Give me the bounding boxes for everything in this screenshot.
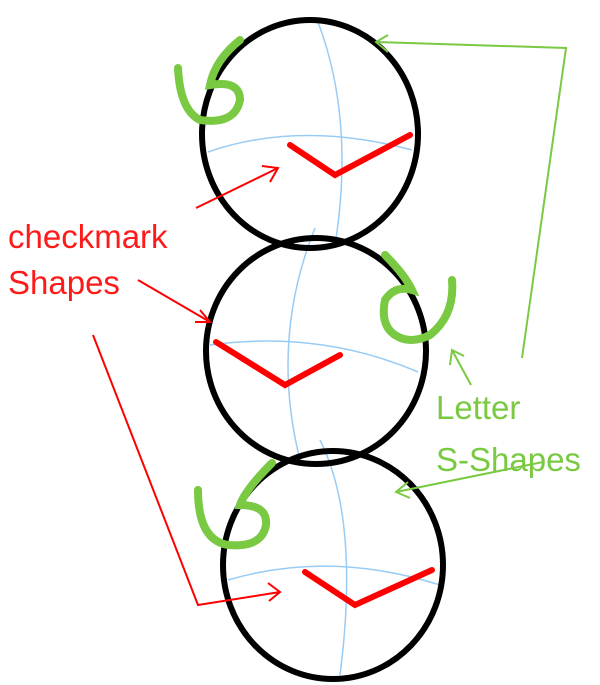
middle-circle: [203, 235, 429, 467]
arrow-to-bottom-s: [394, 461, 544, 499]
arrow-to-bottom-checkmark: [92, 334, 282, 607]
s-shapes-label-line1: Letter: [436, 389, 521, 426]
checkmarks: [213, 132, 435, 609]
guide-horizontal-1: [207, 134, 413, 153]
arrow-to-top-checkmark: [195, 165, 280, 209]
s-shape-top: [174, 36, 245, 125]
guide-lines: [207, 21, 441, 676]
arrow-to-middle-circle: [137, 279, 213, 323]
s-shape-middle: [379, 251, 457, 344]
bottom-circle: [220, 448, 446, 682]
s-shape-bottom: [194, 459, 276, 550]
checkmark-label: checkmark Shapes: [8, 214, 168, 306]
arrow-to-top-s: [374, 34, 568, 359]
checkmark-top: [287, 132, 413, 179]
checkmark-label-line2: Shapes: [8, 264, 120, 301]
checkmark-middle: [213, 339, 343, 389]
s-shapes: [174, 36, 457, 550]
guide-horizontal-2: [209, 340, 419, 373]
circles: [199, 17, 446, 682]
s-shapes-label-line2: S-Shapes: [436, 441, 581, 478]
top-circle: [199, 17, 421, 251]
guide-vertical-3: [319, 439, 348, 676]
arrow-to-middle-s: [449, 348, 472, 386]
checkmark-label-line1: checkmark: [8, 218, 168, 255]
s-shapes-label: Letter S-Shapes: [436, 382, 581, 486]
guide-vertical-1: [317, 21, 343, 246]
red-arrows: [92, 165, 282, 607]
checkmark-bottom: [302, 567, 435, 609]
green-arrows: [374, 34, 568, 499]
